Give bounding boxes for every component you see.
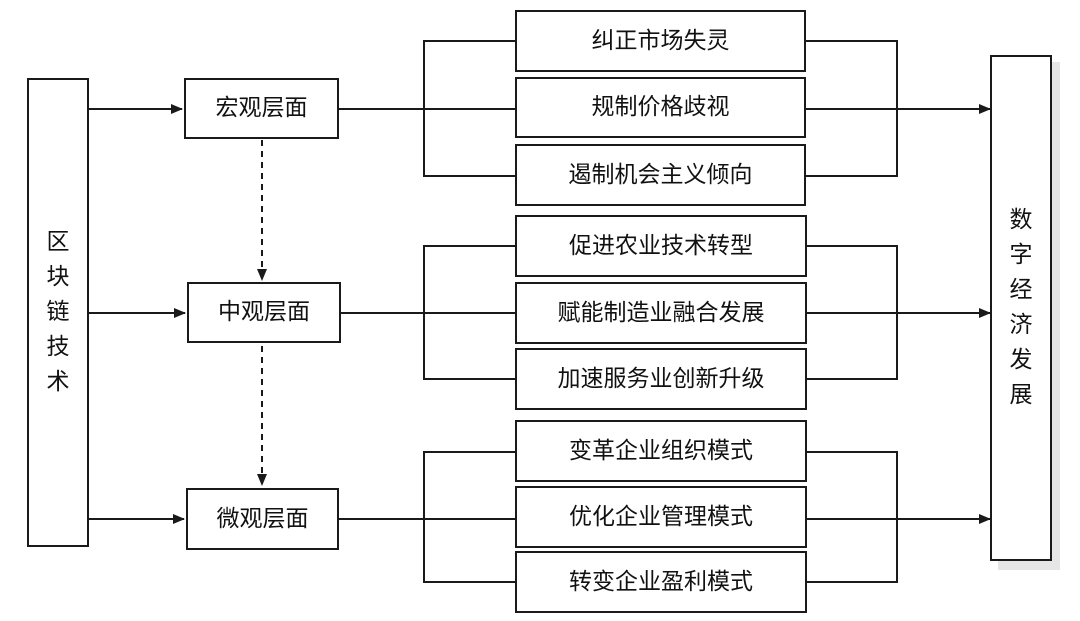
bracket-micro-left: [423, 451, 516, 583]
effect-label: 纠正市场失灵: [591, 27, 730, 54]
effect-label: 变革企业组织模式: [569, 437, 753, 464]
target-char: 济: [1009, 312, 1033, 338]
effect-box: 优化企业管理模式: [515, 486, 807, 548]
level-macro-label: 宏观层面: [215, 95, 308, 121]
effect-box: 加速服务业创新升级: [515, 348, 807, 410]
effect-box: 促进农业技术转型: [515, 215, 807, 277]
effect-label: 加速服务业创新升级: [557, 365, 765, 392]
level-micro-box: 微观层面: [186, 488, 339, 550]
effect-label: 促进农业技术转型: [569, 232, 753, 259]
effect-label: 转变企业盈利模式: [569, 568, 753, 595]
bracket-macro-left: [423, 40, 516, 177]
effect-box: 转变企业盈利模式: [515, 551, 807, 613]
source-char: 区: [46, 229, 70, 255]
effect-box: 赋能制造业融合发展: [515, 282, 807, 344]
source-char: 链: [46, 299, 70, 325]
source-char: 术: [46, 369, 70, 395]
source-box: 区 块 链 技 术: [27, 78, 89, 547]
bracket-meso-left: [423, 245, 516, 380]
effect-label: 遏制机会主义倾向: [568, 161, 753, 188]
target-char: 发: [1009, 347, 1033, 373]
target-char: 展: [1009, 382, 1033, 408]
target-char: 数: [1009, 207, 1033, 233]
source-char: 块: [46, 264, 70, 290]
bracket-micro-right: [806, 451, 898, 583]
effect-box: 规制价格歧视: [515, 77, 806, 138]
target-char: 字: [1009, 242, 1033, 268]
effect-label: 优化企业管理模式: [569, 503, 753, 530]
effect-box: 变革企业组织模式: [515, 420, 807, 482]
effect-label: 规制价格歧视: [591, 94, 730, 120]
level-meso-label: 中观层面: [218, 299, 310, 325]
target-char: 经: [1009, 277, 1033, 303]
level-micro-label: 微观层面: [216, 505, 309, 532]
source-char: 技: [46, 334, 70, 360]
effect-box: 纠正市场失灵: [515, 10, 806, 72]
effect-box: 遏制机会主义倾向: [515, 144, 806, 206]
level-meso-box: 中观层面: [187, 282, 341, 343]
level-macro-box: 宏观层面: [184, 78, 339, 139]
target-box: 数 字 经 济 发 展: [990, 55, 1052, 561]
effect-label: 赋能制造业融合发展: [557, 299, 765, 326]
